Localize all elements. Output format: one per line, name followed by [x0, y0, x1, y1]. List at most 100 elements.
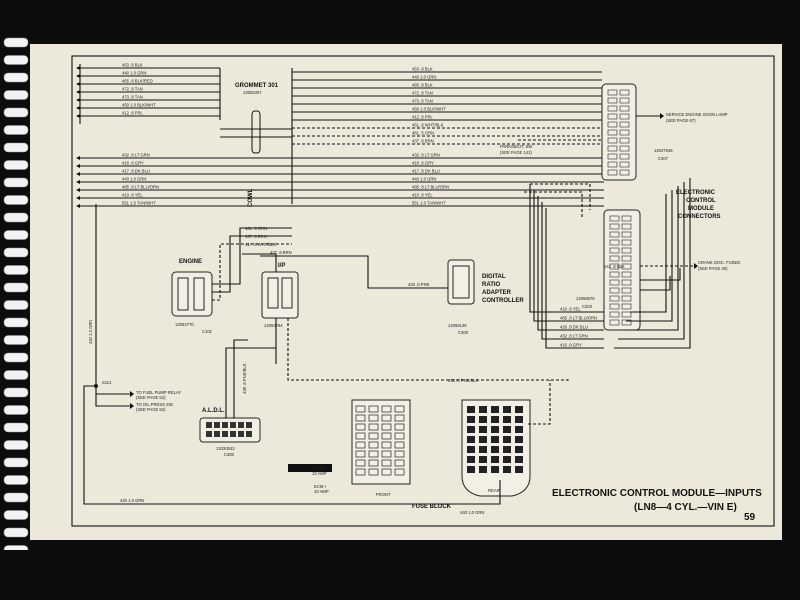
- aldl-part: 12020043: [216, 446, 235, 451]
- ecm-pin: [609, 215, 620, 222]
- ecm-pin: [621, 311, 632, 318]
- wire-label: 472 .8 TAN: [412, 91, 433, 96]
- fuse-slot: [515, 426, 523, 433]
- fuse-slot: [479, 446, 487, 453]
- wire-label: 473 .8 TAN: [122, 95, 143, 100]
- wire-label: 485 .8 LT BLU/ORN: [560, 316, 597, 321]
- wire-label-440-right: 440 1.0 GRN: [460, 510, 484, 515]
- binding-ring: [3, 475, 29, 485]
- ecm-pin: [609, 279, 620, 286]
- ecm-pin: [619, 129, 630, 136]
- wire-label-417: 417 .8 WHT/BLK: [245, 242, 277, 247]
- fuse-slot: [355, 414, 366, 422]
- wire-arrow: [76, 196, 80, 200]
- wire-arrow: [76, 98, 80, 102]
- wire-label: 410 .8 YEL: [122, 193, 143, 198]
- fuse-front-label: FRONT: [376, 492, 391, 497]
- drac-name-2: RATIO: [482, 282, 501, 288]
- wire-arrow: [76, 164, 80, 168]
- ecm-pin: [621, 223, 632, 230]
- binding-ring: [3, 107, 29, 118]
- fuse-slot: [381, 450, 392, 458]
- wire-arrow: [76, 114, 80, 118]
- binding-ring: [3, 492, 29, 503]
- ecm-pin: [619, 137, 630, 144]
- wire-label: 485 .8 LT BLU/ORN: [412, 185, 449, 190]
- c303-part: 12066575: [576, 296, 595, 301]
- wire-arrow: [76, 74, 80, 78]
- grommet-name: GROMMET 301: [235, 83, 279, 89]
- binding-ring: [3, 72, 29, 83]
- ecm-pin: [609, 255, 620, 262]
- wire-arrow: [76, 172, 80, 176]
- wire-label: 432 .8 LT GRN: [122, 153, 150, 158]
- ecm-pin: [621, 303, 632, 310]
- wire-label: 485 .8 LT BLU/ORN: [122, 185, 159, 190]
- ecm-pin: [619, 169, 630, 176]
- left-vertical-wire: 440 1.0 GRN S114 TO FUEL PUMP RELAY (SEE…: [83, 204, 460, 505]
- fuse-slot: [503, 466, 511, 473]
- wire-label: 417 .8 DK BLU: [412, 169, 440, 174]
- ecm-pin: [607, 129, 618, 136]
- fuse-slot: [503, 416, 511, 423]
- fuse-slot: [381, 432, 392, 440]
- wire-arrow: [76, 82, 80, 86]
- ecm-pin: [609, 223, 620, 230]
- wire-label-437: 437 .8 BRN: [245, 234, 267, 239]
- ecm-pin: [619, 97, 630, 104]
- ecm-pin: [609, 239, 620, 246]
- fuse-slot: [394, 423, 405, 431]
- diagram-title-line1: ELECTRONIC CONTROL MODULE—INPUTS: [552, 488, 762, 499]
- aldl-connector: A.L.D.L. 12020043 C300 439 .8 PNK/BLK: [199, 339, 276, 457]
- ecm-pin: [607, 121, 618, 128]
- fuse-slot: [515, 436, 523, 443]
- fuse-slot: [503, 446, 511, 453]
- ecm-pin: [621, 255, 632, 262]
- wire-label: 450 1.0 BLK/WHT: [412, 107, 446, 112]
- wire-label-437-brn: 437 .8 BRN: [270, 250, 292, 255]
- oil-press-line2: (SEE PAGE 52): [136, 407, 166, 412]
- service-lamp-line1: SERVICE ENGINE SOON LAMP: [666, 112, 728, 117]
- binding-ring: [3, 387, 29, 398]
- aldl-pin: [230, 422, 236, 428]
- fuse-block-rear: REAR: [461, 399, 531, 497]
- binding-ring: [3, 510, 29, 520]
- aldl-pin: [206, 431, 212, 437]
- wire-line: [640, 190, 673, 322]
- ecm-pin: [607, 169, 618, 176]
- fuse-slot: [381, 405, 392, 413]
- drac-name-1: DIGITAL: [482, 274, 506, 280]
- wire-label-141: 141 .8 BLK: [604, 264, 625, 269]
- drac-part: 12066135: [448, 323, 467, 328]
- wire-arrow: [76, 204, 80, 208]
- fuse-slot: [467, 456, 475, 463]
- ecm-pin: [609, 311, 620, 318]
- binding-ring: [3, 160, 29, 170]
- wire-label: 472 .8 TAN: [122, 87, 143, 92]
- fuse-slot: [479, 416, 487, 423]
- wire-line: [529, 184, 640, 313]
- engine-name: ENGINE: [179, 259, 202, 265]
- ip-name: I/P: [278, 263, 285, 269]
- fuse-slot: [381, 441, 392, 449]
- ecm-pin: [621, 271, 632, 278]
- wire-line: [640, 178, 691, 349]
- wire-label: 437 .8 BRN: [412, 139, 434, 144]
- fuse-slot: [479, 456, 487, 463]
- fuse-slot: [491, 456, 499, 463]
- ecm-pin: [607, 153, 618, 160]
- wire-label-433: 433 .8 PNK: [408, 282, 430, 287]
- fuse-slot: [503, 406, 511, 413]
- drac-name-3: ADAPTER: [482, 290, 512, 296]
- fuse-slot: [381, 423, 392, 431]
- aldl-pin: [230, 431, 236, 437]
- fuse-slot: [491, 466, 499, 473]
- ecm-pin: [607, 89, 618, 96]
- wire-label: 410 .8 YEL: [560, 307, 581, 312]
- binding-ring: [3, 440, 29, 450]
- wire-label: 450 1.0 BLK/WHT: [122, 103, 156, 108]
- wire-line: [537, 196, 640, 331]
- wire-label: 440 1.0 GRN: [412, 177, 436, 182]
